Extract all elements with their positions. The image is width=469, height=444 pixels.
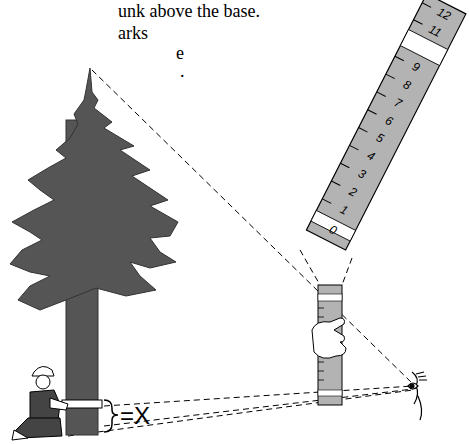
tick bbox=[322, 199, 331, 204]
tick bbox=[318, 317, 324, 318]
tick bbox=[318, 380, 324, 381]
brace bbox=[104, 400, 118, 432]
tick bbox=[422, 3, 431, 8]
dimension-label: =X bbox=[120, 404, 150, 428]
tick bbox=[318, 308, 324, 309]
tick bbox=[368, 110, 377, 115]
note-text: unk above the base. bbox=[118, 2, 260, 20]
person bbox=[12, 366, 68, 440]
tick bbox=[340, 163, 349, 168]
hand-stick bbox=[312, 285, 346, 405]
tick bbox=[331, 181, 340, 186]
tick bbox=[350, 145, 359, 150]
scale-stick bbox=[306, 0, 466, 250]
eye bbox=[408, 372, 427, 420]
note-text: e bbox=[176, 44, 184, 62]
note-text: . bbox=[180, 62, 185, 80]
tick bbox=[386, 74, 395, 79]
tick bbox=[318, 371, 324, 372]
hand bbox=[312, 318, 346, 358]
tick bbox=[395, 56, 404, 61]
tick bbox=[414, 20, 423, 25]
note-text: arks bbox=[118, 24, 148, 42]
tick bbox=[377, 92, 386, 97]
tree bbox=[10, 68, 178, 435]
tick bbox=[359, 128, 368, 133]
tick bbox=[318, 362, 324, 363]
